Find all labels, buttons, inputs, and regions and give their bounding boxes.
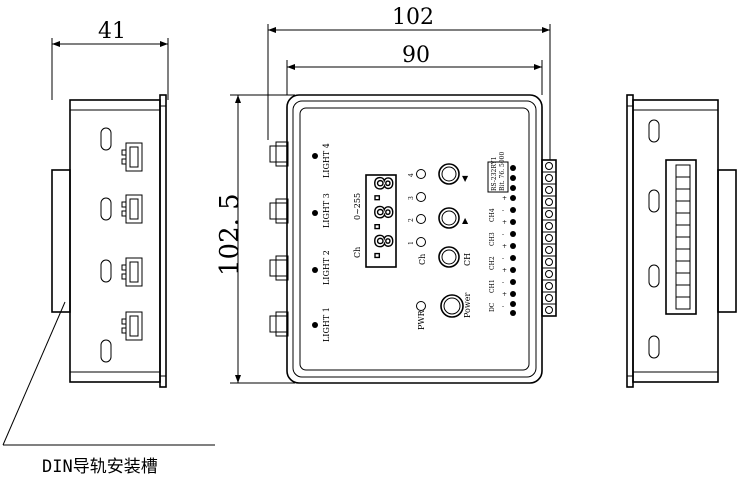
- connector-icon: [121, 257, 143, 287]
- channel-led-3: [416, 192, 426, 202]
- spec-sticker: [487, 161, 509, 193]
- right-side-view: [626, 94, 737, 388]
- polarity-mark: +: [502, 219, 507, 226]
- channel-led-1: [416, 237, 426, 247]
- power-button-label: Power: [463, 293, 472, 318]
- connector-icon: [121, 194, 143, 224]
- din-rail-caption: DIN导轨安装槽: [42, 457, 158, 477]
- light-tab-2: [269, 255, 289, 281]
- pwr-label: PWR: [417, 309, 426, 330]
- polarity-mark: +: [502, 291, 507, 298]
- dim-overall-width: 102: [392, 5, 434, 30]
- terminal-dots: [510, 165, 516, 316]
- terminal-label-ch2: CH2: [489, 256, 496, 270]
- down-button[interactable]: [438, 163, 460, 185]
- dim-side-depth: 41: [98, 19, 126, 44]
- terminal-label-ch4: CH4: [489, 208, 496, 222]
- terminal-block: [541, 159, 557, 317]
- connector-icon: [121, 142, 143, 172]
- channel-number-4: 4: [408, 173, 415, 177]
- channel-number-2: 2: [408, 218, 415, 222]
- light-label-3: LIGHT 3: [322, 193, 331, 228]
- power-button[interactable]: [440, 294, 464, 318]
- polarity-mark: +: [502, 195, 507, 202]
- dim-body-width: 90: [402, 43, 430, 68]
- seven-segment-display: [365, 174, 397, 268]
- light-label-1: LIGHT 1: [322, 307, 331, 342]
- ch-led-label: Ch: [418, 254, 427, 265]
- channel-number-1: 1: [408, 241, 415, 245]
- terminal-label-ch3: CH3: [489, 232, 496, 246]
- light-tab-1: [269, 311, 289, 337]
- light-tab-3: [269, 198, 289, 224]
- polarity-mark: -: [502, 207, 504, 214]
- channel-led-4: [416, 169, 426, 179]
- polarity-mark: +: [502, 267, 507, 274]
- connector-icon: [121, 311, 143, 341]
- display-digits: 8.8.8.: [369, 176, 397, 263]
- pwr-led: [416, 301, 426, 311]
- polarity-mark: -: [502, 279, 504, 286]
- ch-button[interactable]: [438, 246, 460, 268]
- terminal-strip: [665, 159, 697, 315]
- polarity-mark: -: [502, 303, 504, 310]
- down-arrow-icon: ▼: [462, 174, 469, 183]
- range-label: 0~255: [353, 193, 362, 220]
- up-arrow-icon: ▲: [462, 216, 469, 225]
- ch-display-label: Ch: [353, 247, 362, 258]
- light-label-4: LIGHT 4: [322, 143, 331, 178]
- up-button[interactable]: [438, 207, 460, 229]
- ch-button-label: CH: [463, 253, 472, 266]
- terminal-label-ch1: CH1: [489, 279, 496, 293]
- light-label-2: LIGHT 2: [322, 250, 331, 285]
- light-tab-4: [269, 141, 289, 167]
- channel-number-3: 3: [408, 196, 415, 200]
- terminal-label-dc: DC: [489, 302, 496, 312]
- channel-led-2: [416, 214, 426, 224]
- spec-line-1: RS-232RY1: [491, 157, 498, 191]
- spec-line-2: Bit. 76. 5000: [499, 152, 506, 191]
- front-view: 102 90 102. 5 LIGHT 4: [215, 5, 557, 384]
- dim-height: 102. 5: [215, 193, 245, 276]
- polarity-mark: -: [502, 255, 504, 262]
- polarity-mark: -: [502, 231, 504, 238]
- polarity-mark: +: [502, 243, 507, 250]
- left-side-view: 41: [2, 19, 215, 477]
